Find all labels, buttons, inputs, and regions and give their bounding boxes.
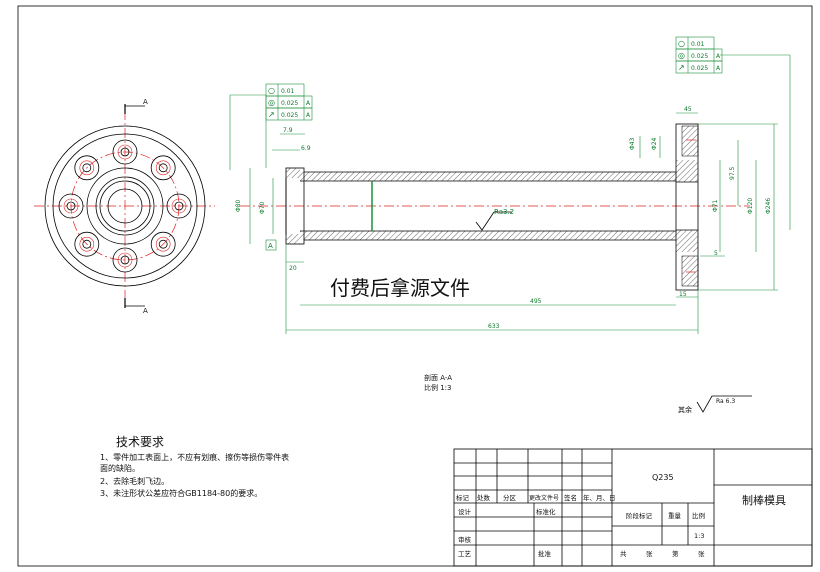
dim-phi24: Φ24 xyxy=(651,137,658,150)
bolt-hole xyxy=(74,231,100,257)
internal-roughness-value: Ra3.2 xyxy=(494,208,514,216)
drawing-border xyxy=(17,5,813,567)
dim-phi120: Φ120 xyxy=(747,198,754,214)
tol-left-symbol-icon: ○ xyxy=(268,86,275,95)
bolt-hole xyxy=(166,193,192,219)
tol-right-datum: A xyxy=(716,65,721,72)
tol-right-value: 0.01 xyxy=(691,41,705,48)
datum-letter: A xyxy=(268,242,273,250)
dim-495: 495 xyxy=(530,298,542,305)
dim-97-5: 97.5 xyxy=(729,166,736,180)
role-process: 工艺 xyxy=(458,550,472,558)
weight-label: 重量 xyxy=(668,512,682,520)
tol-right-symbol-icon: ○ xyxy=(678,39,685,48)
role-approve: 批准 xyxy=(538,549,552,558)
dim-633: 633 xyxy=(488,323,500,330)
material: Q235 xyxy=(652,473,674,482)
role-design: 设计 xyxy=(458,507,472,516)
hdr-change: 更改文件号 xyxy=(529,494,559,502)
tol-right-value: 0.025 xyxy=(691,53,708,60)
tech-item-3: 3、未注形状公差应符合GB1184-80的要求。 xyxy=(100,488,262,498)
section-title: 剖面 A-A xyxy=(424,373,452,382)
hdr-sign: 签名 xyxy=(564,493,577,502)
dim-20: 20 xyxy=(289,265,297,272)
hdr-count: 处数 xyxy=(477,493,491,502)
watermark-text: 付费后拿源文件 xyxy=(330,276,470,300)
stage-mark-label: 阶段标记 xyxy=(626,511,653,520)
dim-15: 15 xyxy=(679,291,687,298)
scale-value: 1:3 xyxy=(694,532,704,540)
hdr-zone: 分区 xyxy=(503,493,517,502)
sheet-total-label: 共 xyxy=(620,549,627,558)
tech-item-1b: 面的缺陷。 xyxy=(100,463,140,473)
sheet-unit-1: 张 xyxy=(646,549,653,558)
part-name: 制棒模具 xyxy=(742,493,786,507)
tech-item-2: 2、去除毛刺飞边。 xyxy=(100,476,169,486)
dimension-lines: Φ80 Φ70 7.9 6.9 20 495 633 45 Φ43 Φ24 Φ7… xyxy=(229,54,791,334)
tol-left-datum: A xyxy=(306,112,311,119)
sheet-no-label: 第 xyxy=(672,549,679,558)
section-marker-a: A A xyxy=(124,98,148,315)
dim-phi43: Φ43 xyxy=(629,137,636,150)
hdr-mark: 标记 xyxy=(456,493,470,502)
dim-7-9: 7.9 xyxy=(283,127,293,134)
dim-phi70: Φ70 xyxy=(259,201,266,214)
bolt-hole xyxy=(150,231,176,257)
dim-phi246: Φ246 xyxy=(765,198,772,214)
roughness-prefix: 其余 xyxy=(678,405,692,414)
tol-left-symbol-icon: ◎ xyxy=(268,98,275,107)
technical-requirements: 技术要求 1、零件加工表面上，不应有划痕、擦伤等损伤零件表 面的缺陷。 2、去除… xyxy=(100,435,289,498)
bolt-hole xyxy=(112,247,138,273)
tech-item-1: 1、零件加工表面上，不应有划痕、擦伤等损伤零件表 xyxy=(100,452,289,462)
section-label-bottom: A xyxy=(143,307,148,315)
datum-a: A xyxy=(265,239,277,251)
dim-phi71: Φ71 xyxy=(712,199,719,212)
tech-title: 技术要求 xyxy=(116,435,164,449)
tol-left-value: 0.01 xyxy=(281,88,295,95)
role-review: 审核 xyxy=(458,535,472,544)
scale-label: 比例 xyxy=(692,511,705,520)
section-scale: 比例 1:3 xyxy=(424,383,452,392)
section-label-top: A xyxy=(143,98,148,106)
tol-right-value: 0.025 xyxy=(691,65,708,72)
dim-45: 45 xyxy=(684,106,692,113)
roughness-note: 其余 Ra 6.3 xyxy=(678,395,752,414)
bolt-hole xyxy=(74,155,100,181)
roughness-value: Ra 6.3 xyxy=(716,398,735,405)
internal-roughness-symbol: Ra3.2 xyxy=(475,208,514,231)
tol-left-value: 0.025 xyxy=(281,100,298,107)
hdr-date: 年、月、日 xyxy=(583,493,616,502)
tol-left-symbol-icon: ↗ xyxy=(268,110,275,119)
flange-end-view xyxy=(34,110,215,305)
bolt-hole xyxy=(112,139,138,165)
tube-section-view xyxy=(240,123,750,291)
title-block: 标记 处数 分区 更改文件号 签名 年、月、日 设计 标准化 审核 工艺 批准 … xyxy=(453,448,813,567)
role-standard: 标准化 xyxy=(536,507,556,516)
dim-5: 5 xyxy=(714,250,718,257)
tol-left-datum: A xyxy=(306,100,311,107)
dim-phi80: Φ80 xyxy=(235,199,242,212)
sheet-unit-2: 张 xyxy=(698,549,705,558)
bolt-hole xyxy=(58,193,84,219)
tol-right-symbol-icon: ↗ xyxy=(678,63,685,72)
dim-6-9: 6.9 xyxy=(301,145,311,152)
bolt-hole xyxy=(150,155,176,181)
tol-left-value: 0.025 xyxy=(281,112,298,119)
tol-right-symbol-icon: ◎ xyxy=(678,51,685,60)
tol-right-datum: A xyxy=(716,53,721,60)
